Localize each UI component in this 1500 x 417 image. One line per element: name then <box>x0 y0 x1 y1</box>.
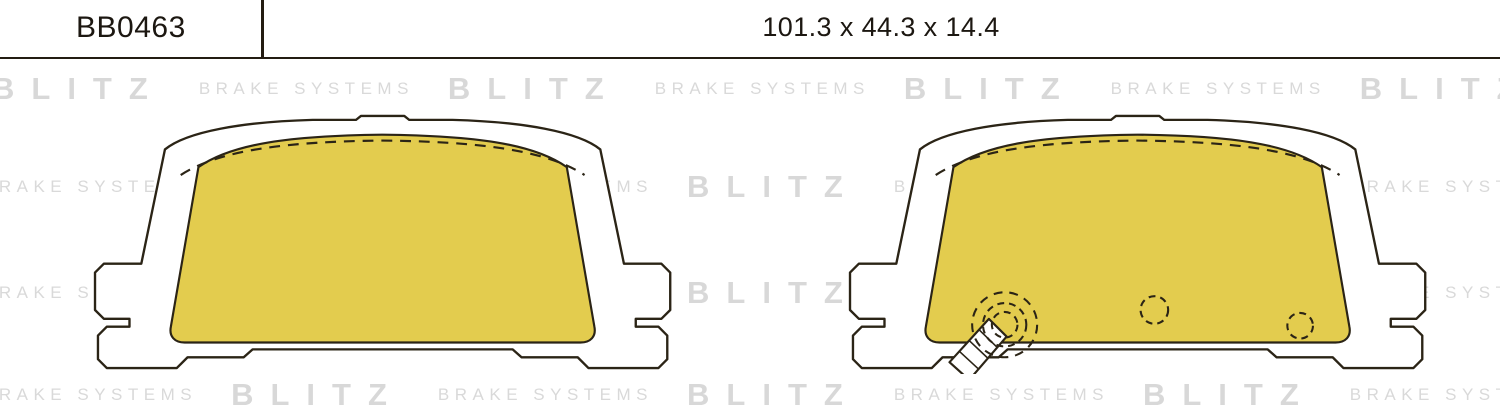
pad-left-svg <box>93 114 672 370</box>
header-bar: BB0463 101.3 x 44.3 x 14.4 <box>0 0 1500 59</box>
pad-right-wear-sensor-hatch <box>958 350 980 370</box>
pad-left-chamfer-line <box>180 139 586 176</box>
dimensions-label: 101.3 x 44.3 x 14.4 <box>762 12 1000 42</box>
pad-right-chamfer-line <box>935 139 1341 176</box>
pad-right-wear-sensor-hatch <box>968 339 989 359</box>
part-number: BB0463 <box>76 11 186 44</box>
hole-large-concentric-ring <box>990 310 1019 339</box>
pad-left-friction-material <box>169 133 596 344</box>
hole-right-ring <box>1286 311 1314 340</box>
header-rule <box>0 57 1500 59</box>
hole-large-concentric-ring <box>981 302 1028 348</box>
pad-right-svg <box>848 114 1427 374</box>
pad-right-wear-sensor-body <box>948 317 1008 374</box>
hole-large-concentric-ring <box>971 291 1039 359</box>
pad-right-friction-material <box>924 133 1351 344</box>
pad-right-wear-sensor <box>948 317 1008 374</box>
pad-right <box>843 112 1448 374</box>
pad-left <box>88 112 688 374</box>
header-divider <box>261 0 264 58</box>
hole-middle-ring <box>1139 295 1170 325</box>
